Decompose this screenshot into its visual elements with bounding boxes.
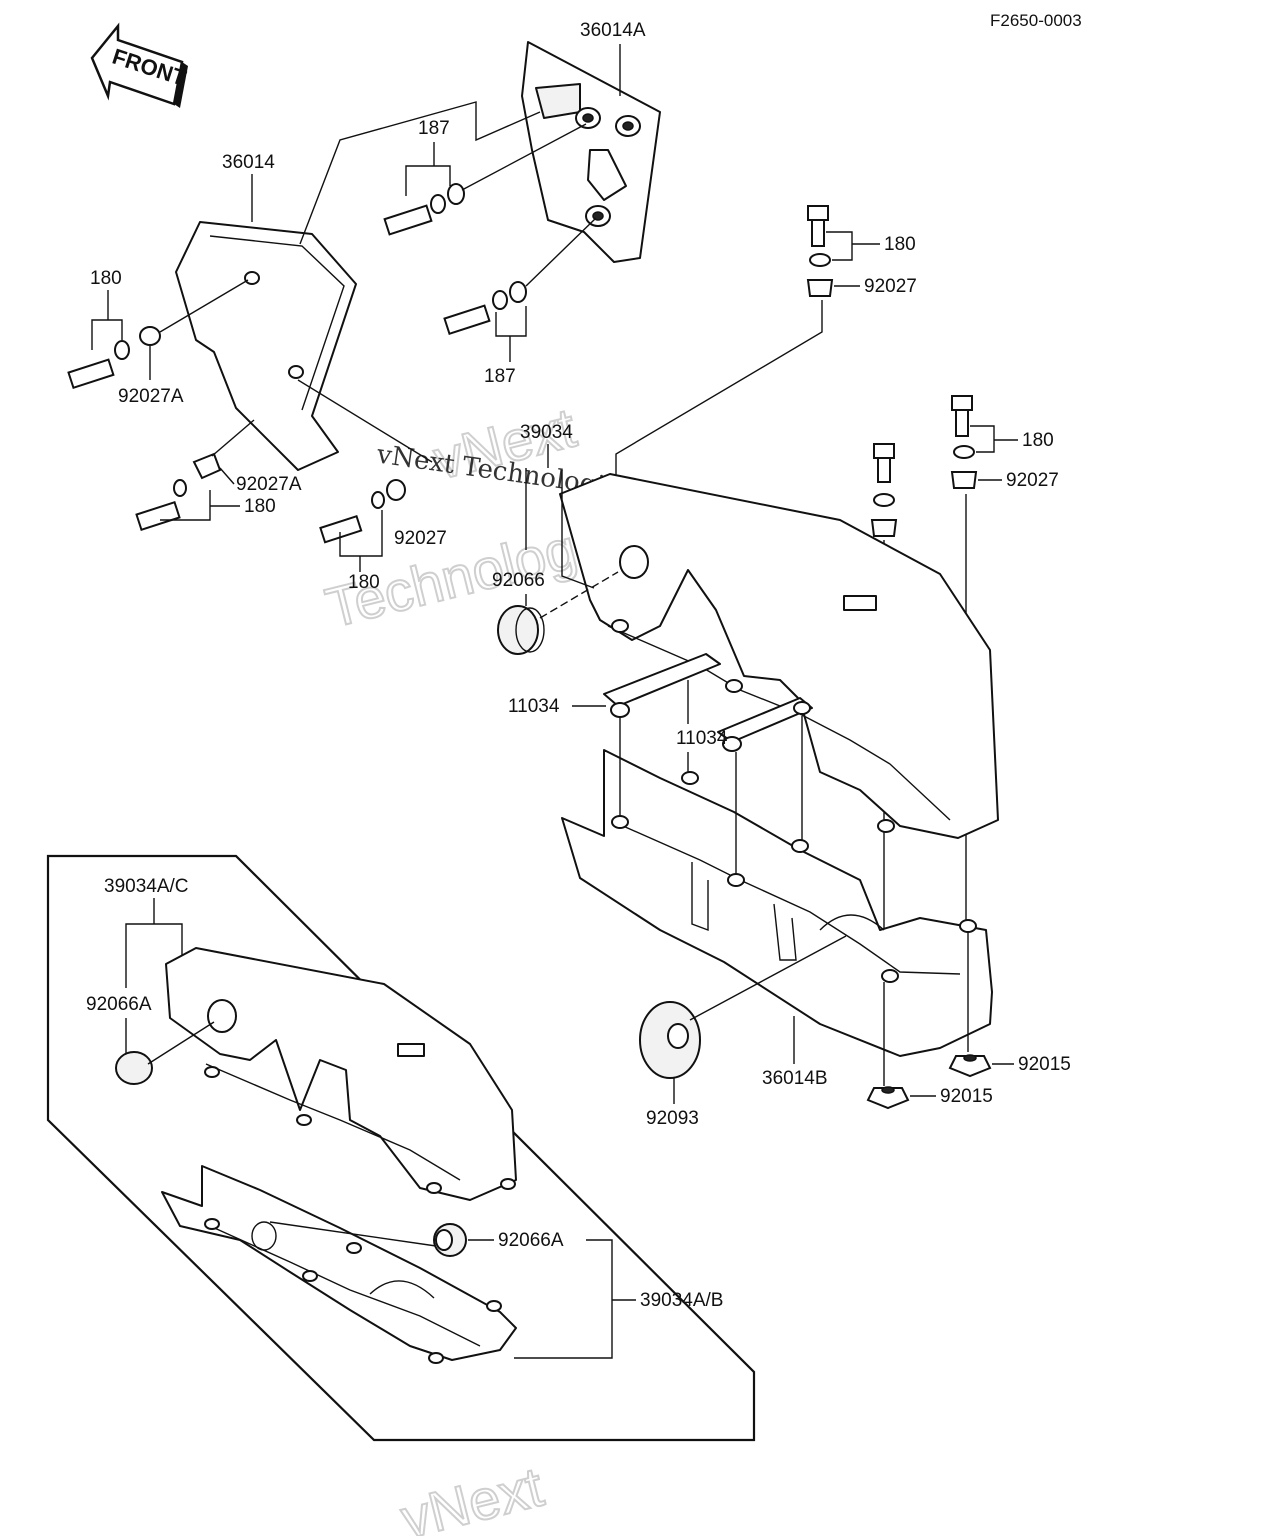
inset-cover-39034AB — [161, 1165, 517, 1364]
label-92027A-mid: 92027A — [236, 474, 302, 495]
cover-36014 — [175, 221, 357, 471]
label-92066A-top: 92066A — [86, 994, 152, 1015]
front-arrow-icon: FRONT — [90, 22, 190, 108]
label-180-right-mid: 180 — [1022, 430, 1054, 451]
label-39034: 39034 — [520, 422, 573, 443]
label-92066: 92066 — [492, 570, 545, 591]
bolt-180-right-mid — [950, 395, 978, 489]
bolt-187-upper — [383, 183, 465, 236]
watermark-bottom: vNext — [395, 1455, 550, 1536]
label-39034AC: 39034A/C — [104, 876, 189, 897]
bolt-center-stack — [870, 443, 898, 537]
label-11034-mid: 11034 — [676, 728, 728, 749]
label-39034AB: 39034A/B — [640, 1290, 723, 1311]
bolt-180-right-top — [806, 205, 834, 297]
label-180-mid: 180 — [244, 496, 276, 517]
inset-frame — [46, 854, 756, 1442]
cover-39034 — [559, 473, 999, 839]
gasket-11034 — [603, 653, 813, 752]
bolt-180-midlow — [319, 479, 406, 544]
label-92015-right: 92015 — [1018, 1054, 1071, 1075]
label-180-right-top: 180 — [884, 234, 916, 255]
label-92093: 92093 — [646, 1108, 699, 1129]
label-92066A-bottom: 92066A — [498, 1230, 564, 1251]
label-36014A: 36014A — [580, 20, 646, 41]
grommet-92066 — [497, 605, 545, 655]
label-92027-right-top: 92027 — [864, 276, 917, 297]
pad-92093 — [639, 1001, 701, 1079]
label-36014B: 36014B — [762, 1068, 828, 1089]
label-92027-right-mid: 92027 — [1006, 470, 1059, 491]
diagram-code: F2650-0003 — [990, 11, 1082, 30]
inset-cover-39034AC — [165, 947, 517, 1201]
label-92027-mid: 92027 — [394, 528, 447, 549]
cover-36014A — [521, 41, 661, 263]
label-180-left: 180 — [90, 268, 122, 289]
grommet-92066A-top — [115, 1051, 153, 1085]
grommet-92066A-bottom — [433, 1223, 467, 1257]
label-187-bottom: 187 — [484, 366, 516, 387]
bolt-187-lower — [443, 281, 527, 336]
label-92015-low: 92015 — [940, 1086, 993, 1107]
label-180-midlow: 180 — [348, 572, 380, 593]
bolt-180-left — [67, 326, 161, 390]
cover-36014B — [561, 749, 993, 1057]
label-11034-left: 11034 — [508, 696, 560, 717]
bolt-180-mid — [135, 452, 222, 532]
label-36014: 36014 — [222, 152, 275, 173]
label-187-top: 187 — [418, 118, 450, 139]
nut-92015-right — [948, 1054, 992, 1078]
label-92027A-left: 92027A — [118, 386, 184, 407]
nut-92015-low — [866, 1086, 910, 1110]
